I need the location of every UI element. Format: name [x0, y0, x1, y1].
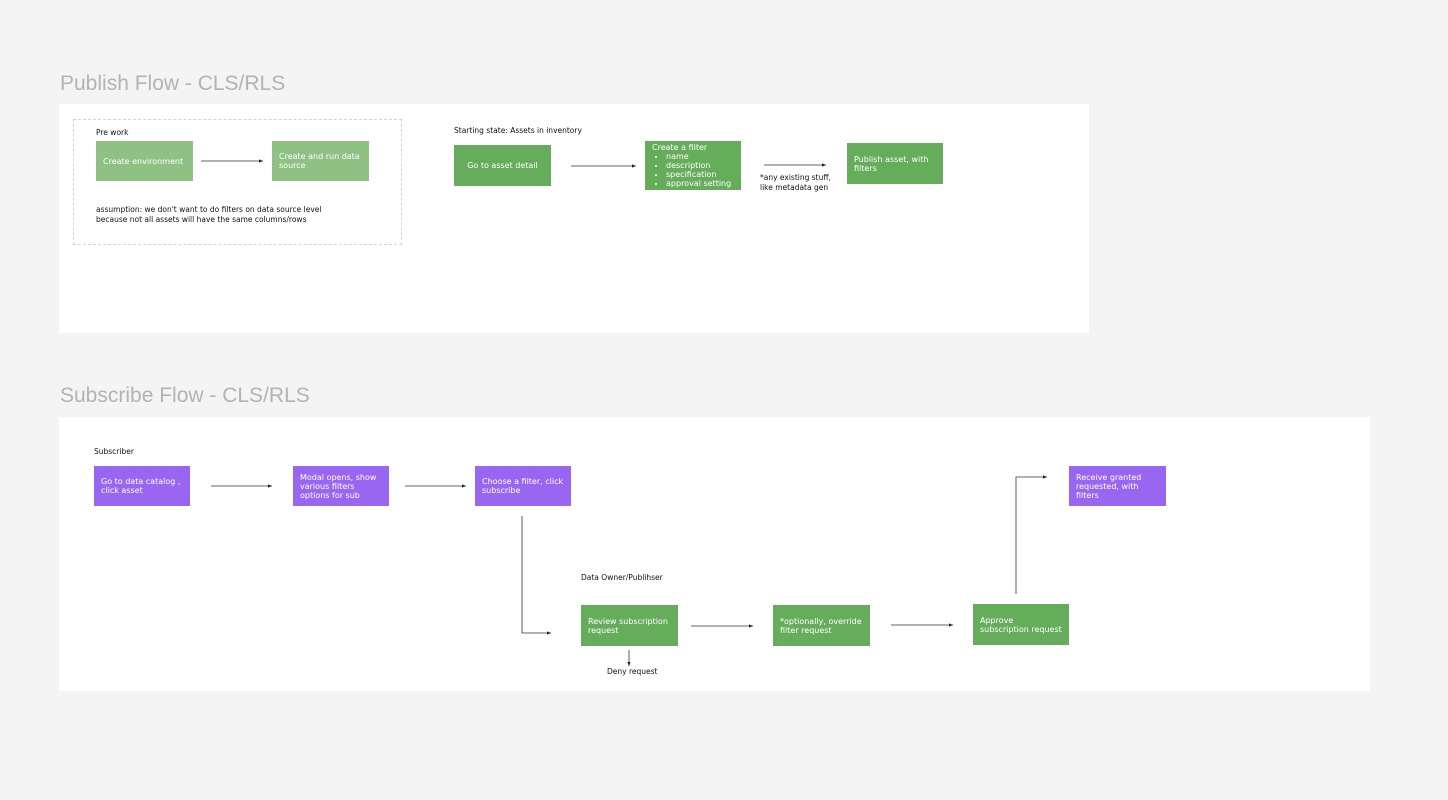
prework-section — [73, 119, 402, 245]
publish-flow-panel — [59, 104, 1089, 333]
subscriber-label: Subscriber — [94, 447, 134, 456]
node-text: Modal opens, show various filters option… — [300, 472, 377, 500]
assumption-line: because not all assets will have the sam… — [96, 215, 307, 224]
go-asset-detail-node[interactable]: Go to asset detail — [454, 145, 551, 186]
receive-granted-node[interactable]: Receive granted requested, with filters — [1069, 466, 1166, 506]
node-text: Go to asset detail — [467, 161, 538, 170]
note-line: like metadata gen — [760, 183, 829, 192]
override-filter-node[interactable]: *optionally, override filter request — [773, 605, 870, 646]
node-title: Create a filter — [652, 143, 708, 152]
data-owner-label: Data Owner/Publihser — [581, 573, 663, 582]
assumption-line: assumption: we don't want to do filters … — [96, 205, 322, 214]
node-text: Choose a filter, click subscribe — [482, 477, 564, 495]
note-line: *any existing stuff, — [760, 173, 831, 182]
filter-field: approval setting — [666, 179, 734, 188]
starting-state-label: Starting state: Assets in inventory — [454, 126, 582, 135]
publish-flow-title: Publish Flow - CLS/RLS — [60, 72, 286, 95]
arrow-approve-to-receive — [1015, 475, 1047, 594]
arrow-choose-to-review — [521, 516, 551, 635]
approve-request-node[interactable]: Approve subscription request — [973, 604, 1069, 645]
node-text: Create environment — [103, 156, 184, 166]
filter-field: description — [666, 161, 734, 170]
filter-field-list: name description specification approval … — [652, 152, 734, 188]
go-data-catalog-node[interactable]: Go to data catalog , click asset — [94, 466, 190, 506]
node-text: *optionally, override filter request — [780, 616, 862, 635]
prework-label: Pre work — [96, 128, 129, 137]
deny-request-label: Deny request — [607, 667, 658, 676]
filter-field: name — [666, 152, 734, 161]
assumption-note: assumption: we don't want to do filters … — [96, 205, 321, 225]
create-data-source-node[interactable]: Create and run data source — [272, 141, 369, 181]
node-text: Publish asset, with filters — [854, 154, 929, 173]
existing-stuff-note: *any existing stuff,like metadata gen — [760, 173, 831, 193]
choose-filter-node[interactable]: Choose a filter, click subscribe — [475, 466, 571, 506]
node-text: Review subscription request — [588, 616, 668, 635]
modal-opens-node[interactable]: Modal opens, show various filters option… — [293, 466, 389, 506]
subscribe-flow-panel — [59, 417, 1370, 691]
filter-field: specification — [666, 170, 734, 179]
create-environment-node[interactable]: Create environment — [96, 141, 193, 181]
create-filter-node[interactable]: Create a filter name description specifi… — [645, 141, 741, 190]
review-request-node[interactable]: Review subscription request — [581, 605, 678, 646]
node-text: Create and run data source — [279, 152, 360, 170]
subscribe-flow-title: Subscribe Flow - CLS/RLS — [60, 384, 310, 407]
node-text: Go to data catalog , click asset — [101, 477, 181, 495]
node-text: Approve subscription request — [980, 615, 1062, 634]
node-text: Receive granted requested, with filters — [1076, 472, 1142, 500]
publish-asset-node[interactable]: Publish asset, with filters — [847, 143, 943, 184]
